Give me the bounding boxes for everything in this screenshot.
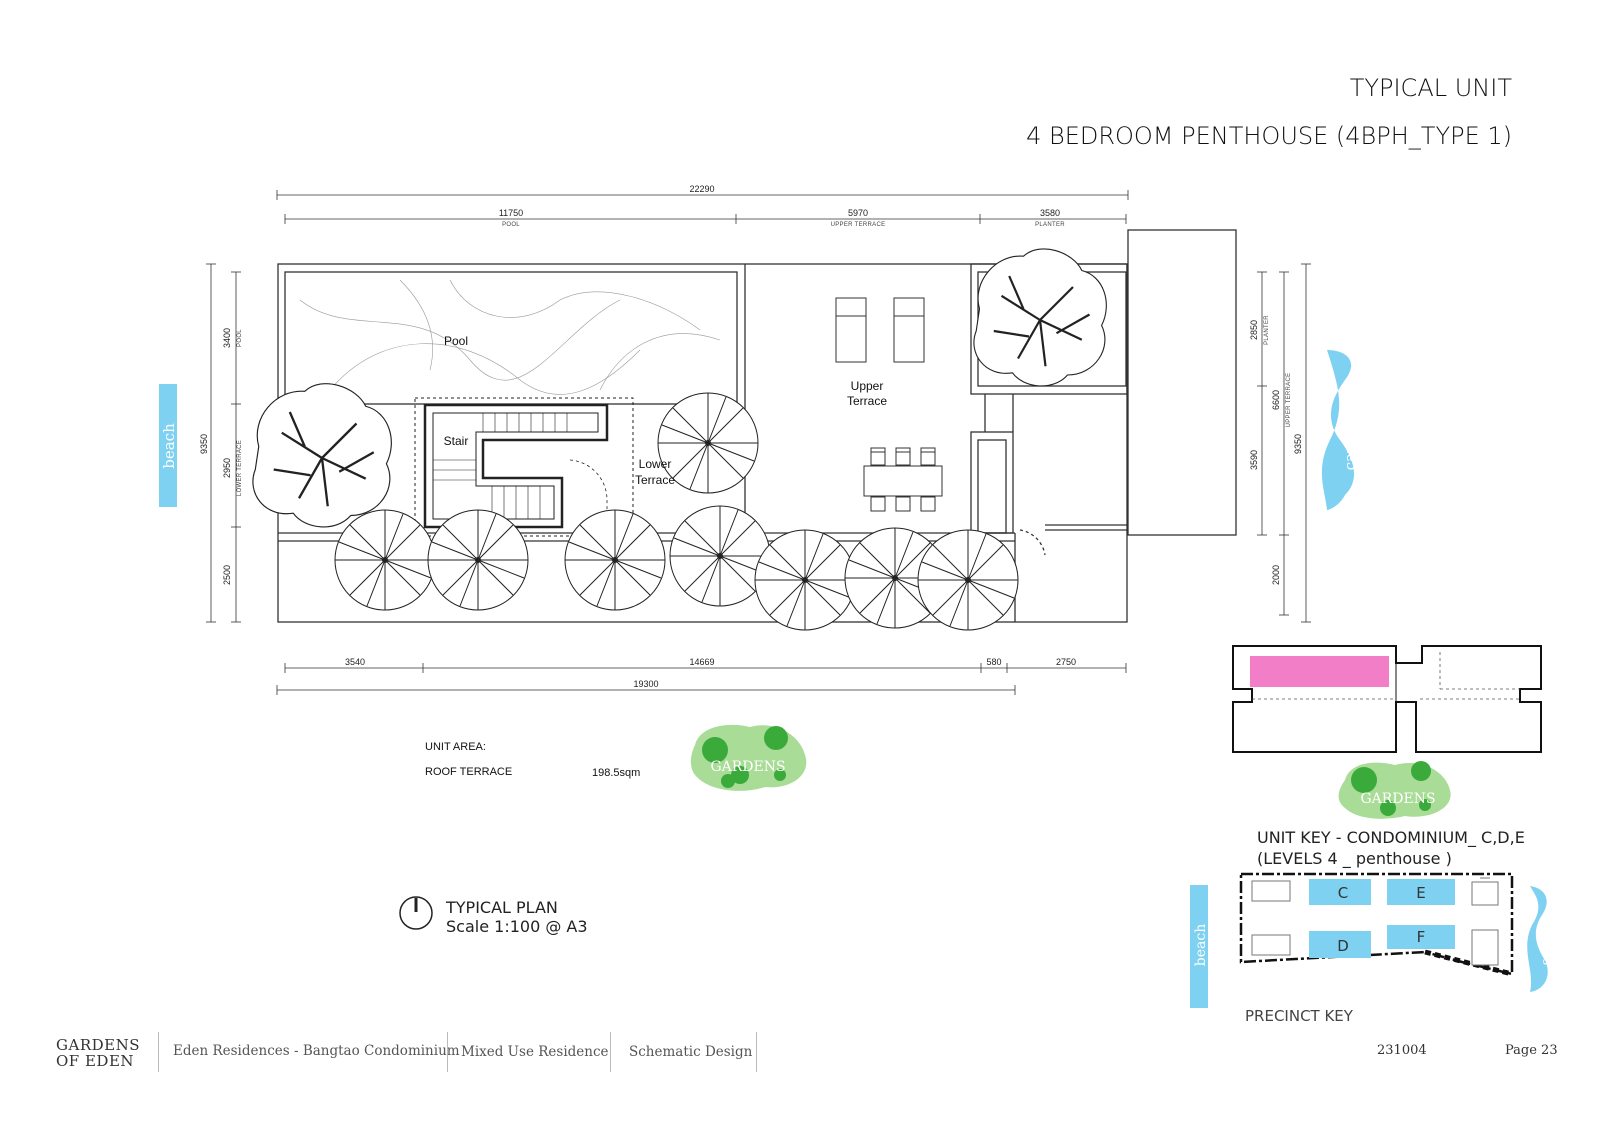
dim-top-overall: 22290 xyxy=(689,184,714,194)
unit-key-line-1: UNIT KEY - CONDOMINIUM_ C,D,E xyxy=(1257,828,1525,847)
unit-key-highlight xyxy=(1250,656,1389,687)
block-d-label: D xyxy=(1337,937,1349,955)
footer-project: Eden Residences - Bangtao Condominium xyxy=(173,1043,460,1059)
dim-left-pool: 3400 xyxy=(222,328,232,348)
unit-area-heading: UNIT AREA: xyxy=(425,741,486,753)
planter-tree xyxy=(972,247,1108,388)
typical-plan-scale: Scale 1:100 @ A3 xyxy=(446,917,588,936)
precinct-canal-label: canal xyxy=(1539,935,1552,965)
sun-loungers xyxy=(835,297,925,363)
dim-bottom-a: 3540 xyxy=(345,657,365,667)
dim-top-pool-sub: POOL xyxy=(502,222,520,228)
footer-logo: GARDENS OF EDEN xyxy=(56,1037,140,1069)
dim-top-planter: 3580 xyxy=(1040,208,1060,218)
dim-right-bottom: 2000 xyxy=(1271,565,1281,585)
lower-terrace-tree xyxy=(251,382,393,529)
room-label-stair: Stair xyxy=(444,434,469,448)
precinct-key-diagram: beach canal C E D F xyxy=(1190,872,1552,1008)
dim-left-bottom: 2500 xyxy=(222,565,232,585)
block-c xyxy=(1309,879,1371,905)
footer-divider xyxy=(610,1032,611,1072)
unit-key-gardens-badge: GARDENS xyxy=(1338,761,1451,819)
canal-label: canal xyxy=(1341,429,1359,470)
beach-strip xyxy=(159,384,177,507)
dim-bottom-overall: 19300 xyxy=(633,679,658,689)
north-arrow-icon xyxy=(399,896,433,930)
pool-water-lines xyxy=(299,279,721,395)
dining-table xyxy=(863,447,943,512)
dim-left-lower-terrace: 2950 xyxy=(222,458,232,478)
footer-logo-line-1: GARDENS xyxy=(56,1036,140,1054)
precinct-beach-label: beach xyxy=(1193,924,1209,966)
bottom-dimension-lines xyxy=(276,663,1127,695)
dim-bottom-b: 14669 xyxy=(689,657,714,667)
title-line-2: 4 BEDROOM PENTHOUSE (4BPH_TYPE 1) xyxy=(1026,122,1512,150)
dim-bottom-c: 580 xyxy=(986,657,1001,667)
footer-divider xyxy=(158,1032,159,1072)
precinct-key-label: PRECINCT KEY xyxy=(1245,1007,1353,1025)
dim-right-overall: 9350 xyxy=(1293,434,1303,454)
precinct-canal-shape xyxy=(1527,886,1548,992)
block-c-label: C xyxy=(1338,884,1348,902)
top-dimension-lines xyxy=(276,190,1129,224)
dim-top-upper-terrace: 5970 xyxy=(848,208,868,218)
block-e-label: E xyxy=(1416,884,1425,902)
footer-logo-line-2: OF EDEN xyxy=(56,1052,135,1070)
room-label-lower-terrace-1: Lower xyxy=(639,457,672,471)
dim-right-upper-terrace: 6600 xyxy=(1271,390,1281,410)
dim-top-pool: 11750 xyxy=(499,208,523,218)
footer-stage: Schematic Design xyxy=(629,1044,753,1060)
room-label-lower-terrace-2: Terrace xyxy=(635,473,675,487)
gardens-badge: GARDENS xyxy=(690,724,807,791)
title-line-1: TYPICAL UNIT xyxy=(1349,74,1512,102)
footer-page: Page 23 xyxy=(1505,1043,1558,1058)
gardens-badge-label: GARDENS xyxy=(710,759,785,775)
unit-key-gardens-label: GARDENS xyxy=(1360,791,1435,807)
roof-terrace-label: ROOF TERRACE xyxy=(425,766,513,778)
dim-top-upper-terrace-sub: UPPER TERRACE xyxy=(831,222,886,228)
unit-key-line-2: (LEVELS 4 _ penthouse ) xyxy=(1257,849,1452,868)
dim-left-pool-sub: POOL xyxy=(237,329,243,347)
left-dimension-lines xyxy=(206,263,241,623)
room-label-pool: Pool xyxy=(444,334,468,348)
footer-type: Mixed Use Residence xyxy=(461,1044,609,1060)
canal-shape xyxy=(1321,350,1355,510)
dim-left-overall: 9350 xyxy=(199,434,209,454)
block-f xyxy=(1387,925,1455,949)
room-label-upper-terrace-2: Terrace xyxy=(847,394,887,408)
footer-divider xyxy=(447,1032,448,1072)
block-e xyxy=(1387,879,1455,905)
dim-right-upper-terrace-sub: UPPER TERRACE xyxy=(1286,373,1292,428)
dim-right-planter: 2850 xyxy=(1249,320,1259,340)
precinct-beach-strip xyxy=(1190,885,1208,1008)
umbrella-trees xyxy=(334,392,1019,631)
room-label-upper-terrace-1: Upper xyxy=(851,379,884,393)
roof-terrace-value: 198.5sqm xyxy=(592,767,641,779)
dim-right-middle: 3590 xyxy=(1249,450,1259,470)
right-dimension-lines xyxy=(1257,263,1311,623)
dim-left-lower-terrace-sub: LOWER TERRACE xyxy=(237,440,243,496)
dim-bottom-d: 2750 xyxy=(1056,657,1076,667)
typical-plan-title: TYPICAL PLAN xyxy=(446,898,558,917)
dim-top-planter-sub: PLANTER xyxy=(1035,222,1065,228)
dim-right-planter-sub: PLANTER xyxy=(1264,315,1270,345)
footer-divider xyxy=(756,1032,757,1072)
block-f-label: F xyxy=(1417,928,1426,946)
beach-label: beach xyxy=(160,423,178,469)
block-d xyxy=(1309,931,1371,958)
unit-key-dashed-lines xyxy=(1252,652,1520,700)
footer-code: 231004 xyxy=(1377,1043,1427,1058)
